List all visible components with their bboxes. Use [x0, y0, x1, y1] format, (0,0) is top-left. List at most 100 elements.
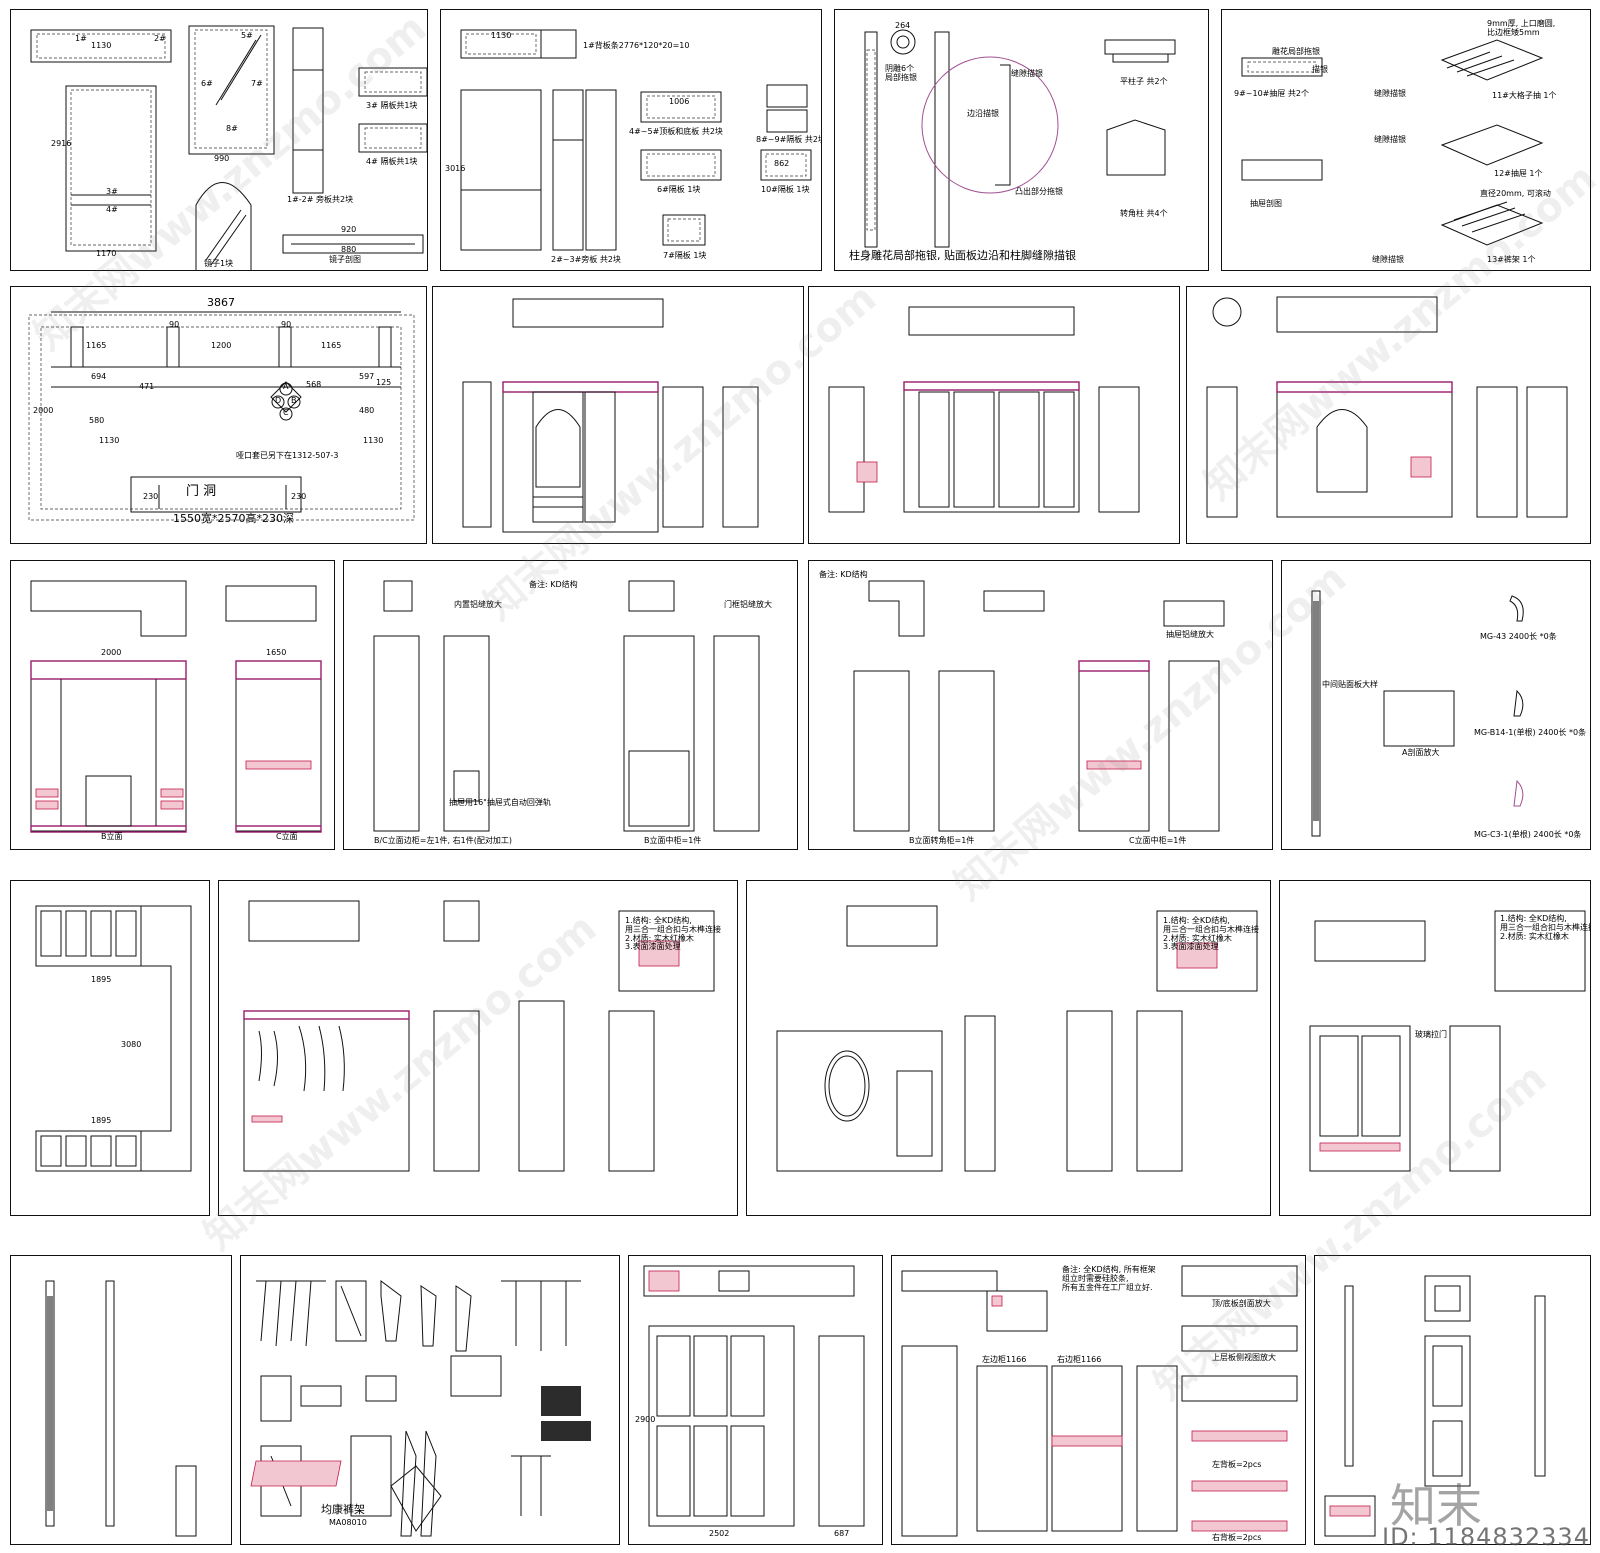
dim-1130b: 1130: [491, 31, 512, 40]
dim-2000: 2000: [33, 406, 54, 415]
upper-back: 上层板侧视图放大: [1212, 1353, 1276, 1362]
panel-elevation-c: [1186, 286, 1591, 544]
panel-1-drawing: [30, 25, 427, 270]
corner-col: 转角柱 共4个: [1120, 209, 1168, 218]
panel-17-drawing: [45, 1280, 197, 1537]
col-carve: 阴雕6个 局部拖银: [885, 64, 917, 82]
panel-8-drawing: [1206, 296, 1568, 518]
panel-room-plan: 3867 1165 1200 1165 694 471 568 597 580 …: [10, 286, 427, 544]
shelf4-label: 4# 隔板共1块: [366, 157, 418, 166]
corner-caption: B立面转角柜=1件: [909, 836, 975, 845]
door-gap: 门框铝缝放大: [724, 600, 772, 609]
total-width: 3867: [207, 296, 235, 309]
dim-2916: 2916: [51, 139, 72, 148]
panel-5-drawing: [28, 311, 415, 521]
b-caption: B立面中柜=1件: [644, 836, 702, 845]
tag-7: 7#: [251, 79, 263, 88]
seam-3: 缝隙描银: [1372, 255, 1404, 264]
tag-6: 6#: [201, 79, 213, 88]
dim-880: 880: [341, 245, 357, 254]
c-elev: C立面: [276, 832, 298, 841]
top-back: 顶/底板剖面放大: [1212, 1299, 1271, 1308]
image-id: ID: 1184832334: [1382, 1523, 1590, 1551]
drawer12: 12#抽屉 1个: [1494, 169, 1543, 178]
c-caption: C立面中柜=1件: [1129, 836, 1187, 845]
dim-1200: 1200: [211, 341, 232, 350]
bc-caption: B/C立面边柜=左1件, 右1件(配对加工): [374, 836, 512, 845]
dim-694: 694: [91, 372, 107, 381]
dim-2502: 2502: [709, 1529, 730, 1538]
panel-column-details: 阴雕6个 局部拖银 缝隙描银 边沿描银 凸出部分拖银 平柱子 共2个 转角柱 共…: [834, 9, 1209, 271]
panel-moulding: MG-43 2400长 *0条 MG-B14-1(单根) 2400长 *0条 M…: [1281, 560, 1591, 850]
seam-1: 缝隙描银: [1374, 89, 1406, 98]
drawer-section: 抽屉剖图: [1250, 199, 1282, 208]
left-back: 左背板=2pcs: [1212, 1460, 1262, 1469]
panel-9-drawing: [30, 580, 322, 833]
mirror-section: 镜子剖图: [329, 255, 361, 264]
panel-door-detail: [1314, 1255, 1591, 1545]
dim-990: 990: [214, 154, 230, 163]
dim-125: 125: [376, 378, 392, 387]
panel-6-drawing: [462, 298, 759, 533]
dim-264: 264: [895, 21, 911, 30]
shelf3-label: 3# 隔板共1块: [366, 101, 418, 110]
edge-silver: 边沿描银: [967, 109, 999, 118]
panel-11-drawing: [853, 580, 1225, 832]
marker-d: D: [275, 396, 282, 405]
dim-568: 568: [306, 380, 322, 389]
dim-90b: 90: [281, 320, 292, 329]
marker-b: B: [291, 396, 297, 405]
column-caption: 柱身雕花局部拖银, 贴面板边沿和柱脚缝隙描银: [849, 249, 1076, 262]
panel-u-plan: 1895 1895 3080: [10, 880, 210, 1216]
panel-3-drawing: [864, 29, 1176, 248]
dim-597: 597: [359, 372, 375, 381]
convex: 凸出部分拖银: [1015, 187, 1063, 196]
shelf89: 8#~9#隔板 共2块: [756, 135, 822, 144]
tag-1: 1#: [75, 34, 87, 43]
panel-19-drawing: [643, 1265, 865, 1527]
shelf6: 6#隔板 1块: [657, 185, 701, 194]
dim-580: 580: [89, 416, 105, 425]
note-dia: 直径20mm, 可滚动: [1480, 189, 1551, 198]
panel-bc-elevation: B立面 C立面 2000 1650: [10, 560, 335, 850]
shelf10: 10#隔板 1块: [761, 185, 810, 194]
glass-door: 玻璃拉门: [1415, 1030, 1447, 1039]
panel-20-drawing: [901, 1265, 1298, 1537]
marker-a: A: [283, 382, 289, 391]
panel-elevation-b: [808, 286, 1180, 544]
mould-2: MG-B14-1(单根) 2400长 *0条: [1474, 728, 1587, 737]
mid-label: 中间贴面板大样: [1322, 680, 1378, 689]
dim-1130b: 1130: [363, 436, 384, 445]
panel-2-drawing: [460, 29, 812, 251]
b-elev: B立面: [101, 832, 123, 841]
mould-3: MG-C3-1(单根) 2400长 *0条: [1474, 830, 1582, 839]
panel-kd-wardrobe: 备注: 全KD结构, 所有框架 组立时需要硅胶条, 所有五金件在工厂组立好. 左…: [891, 1255, 1306, 1545]
carve-silver: 雕花局部拖银: [1272, 47, 1320, 56]
panel-15-drawing: [776, 905, 1258, 1172]
rack-name: 均康裤架: [321, 1503, 365, 1516]
dim-1895b: 1895: [91, 1116, 112, 1125]
dim-1130: 1130: [91, 41, 112, 50]
dim-480: 480: [359, 406, 375, 415]
pants-rack: 13#裤架 1个: [1487, 255, 1536, 264]
panel-drawer-details: 雕花局部拖银 描银 9#~10#抽屉 共2个 抽屉剖图 9mm厚, 上口磨圆, …: [1221, 9, 1591, 271]
a-detail: A剖面放大: [1402, 748, 1440, 757]
mould-1: MG-43 2400长 *0条: [1480, 632, 1557, 641]
kd-note: 备注: 全KD结构, 所有框架 组立时需要硅胶条, 所有五金件在工厂组立好.: [1062, 1265, 1156, 1292]
note-kd-2: 备注: KD结构: [819, 570, 868, 579]
panel-clothing-library: 均康裤架 MA08010: [240, 1255, 620, 1545]
left-total: 左边柜1166: [982, 1355, 1027, 1364]
dim-2000b: 2000: [101, 648, 122, 657]
inner-detail: 内置铝缝放大: [454, 600, 502, 609]
marker-c: C: [283, 408, 289, 417]
top-board: 4#~5#顶板和底板 共2块: [629, 127, 723, 136]
tag-4: 4#: [106, 205, 118, 214]
panel-14-drawing: [243, 900, 715, 1172]
note-struct-3: 1.结构: 全KD结构, 用三合一组合扣与木榫连接 2.材质: 实木红橡木: [1500, 914, 1591, 941]
note-kd: 备注: KD结构: [529, 580, 578, 589]
panel-corner-cabinet: 备注: KD结构 抽屉铝缝放大 B立面转角柜=1件 C立面中柜=1件: [808, 560, 1273, 850]
panel-wardrobe-parts-2: 1#背板条2776*120*20=10 4#~5#顶板和底板 共2块 2#~3#…: [440, 9, 822, 271]
panel-10-drawing: [373, 580, 760, 832]
dim-1165b: 1165: [321, 341, 342, 350]
tag-3: 3#: [106, 187, 118, 196]
